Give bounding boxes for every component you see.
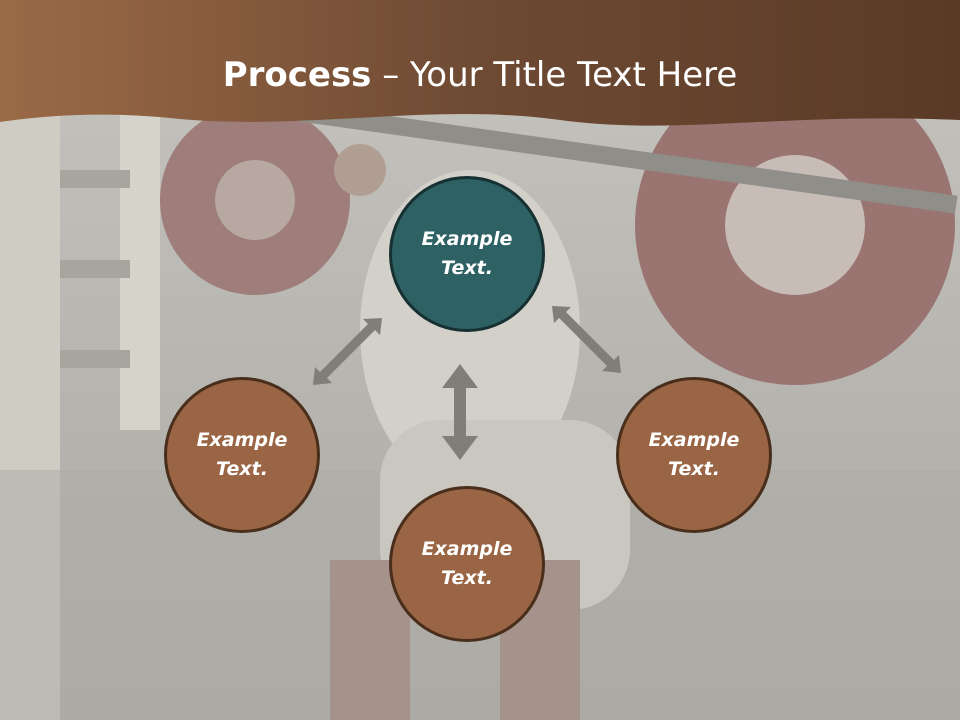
node-bottom-line2: Text. bbox=[441, 567, 493, 589]
node-left-line1: Example bbox=[196, 429, 288, 451]
node-center-line1: Example bbox=[421, 228, 513, 250]
slide-title: Process – Your Title Text Here bbox=[0, 50, 960, 100]
double-arrow-upright-icon bbox=[552, 306, 621, 373]
process-node-right: Example Text. bbox=[616, 377, 772, 533]
process-node-left: Example Text. bbox=[164, 377, 320, 533]
title-rest: – Your Title Text Here bbox=[371, 55, 738, 95]
node-right-line2: Text. bbox=[668, 458, 720, 480]
double-arrow-vertical-icon bbox=[442, 364, 478, 460]
node-left-line2: Text. bbox=[216, 458, 268, 480]
node-center-line2: Text. bbox=[441, 257, 493, 279]
title-bold: Process bbox=[222, 55, 372, 95]
process-node-center: Example Text. bbox=[389, 176, 545, 332]
process-node-bottom: Example Text. bbox=[389, 486, 545, 642]
double-arrow-upleft-icon bbox=[313, 318, 382, 385]
node-right-line1: Example bbox=[648, 429, 740, 451]
node-bottom-line1: Example bbox=[421, 538, 513, 560]
